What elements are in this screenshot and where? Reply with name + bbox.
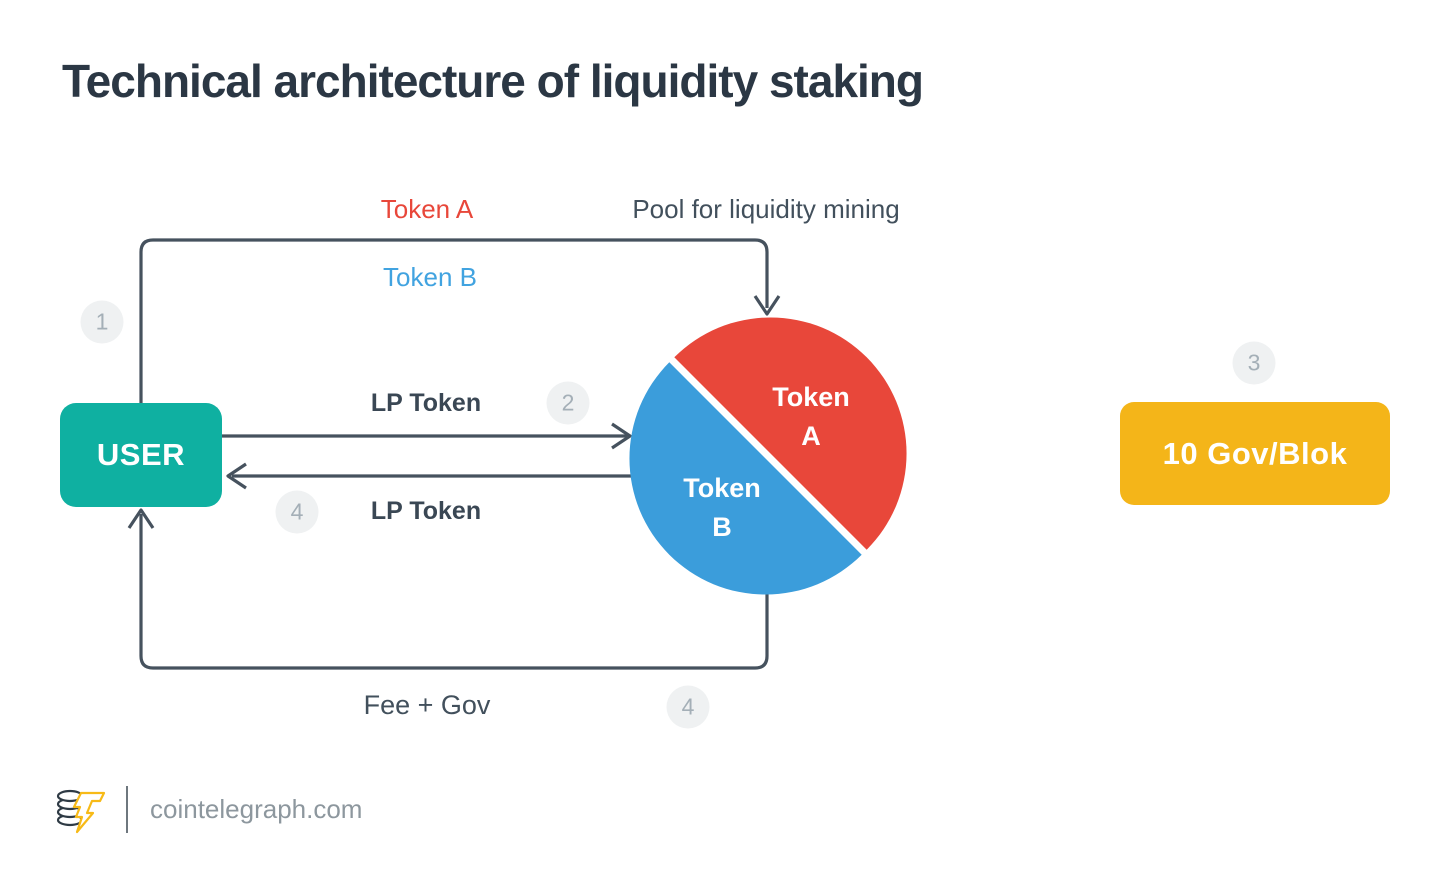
pool-slice-b-label: Token B (683, 473, 761, 542)
cointelegraph-logo-icon (56, 789, 106, 834)
step-badge-3: 3 (1232, 341, 1276, 385)
arrow-right-icon (611, 422, 632, 450)
user-node: USER (60, 403, 222, 507)
footer-site-label: cointelegraph.com (150, 794, 363, 824)
step-badge-4b: 4 (666, 685, 710, 729)
reward-flow-line (139, 514, 769, 670)
lp-token-out-label: LP Token (370, 389, 482, 417)
pool-slice-a-label: Token A (772, 382, 850, 451)
arrow-down-icon (753, 295, 781, 316)
page-title: Technical architecture of liquidity stak… (62, 55, 924, 107)
pool-slice-token-a (674, 317, 907, 550)
deposit-flow-line (139, 238, 769, 403)
pool-title-label: Pool for liquidity mining (632, 194, 900, 224)
lp-token-in-label: LP Token (370, 497, 482, 525)
footer-divider (126, 786, 128, 833)
step-badge-4a: 4 (275, 490, 319, 534)
step-badge-1: 1 (80, 300, 124, 344)
reward-node: 10 Gov/Blok (1120, 402, 1390, 505)
step-badge-2: 2 (546, 381, 590, 425)
pool-slice-token-b (629, 362, 862, 595)
arrow-left-icon (226, 462, 247, 490)
token-b-label: Token B (383, 262, 477, 292)
fee-gov-label: Fee + Gov (363, 690, 491, 720)
token-a-label: Token A (380, 194, 474, 224)
arrow-up-icon (127, 508, 155, 529)
